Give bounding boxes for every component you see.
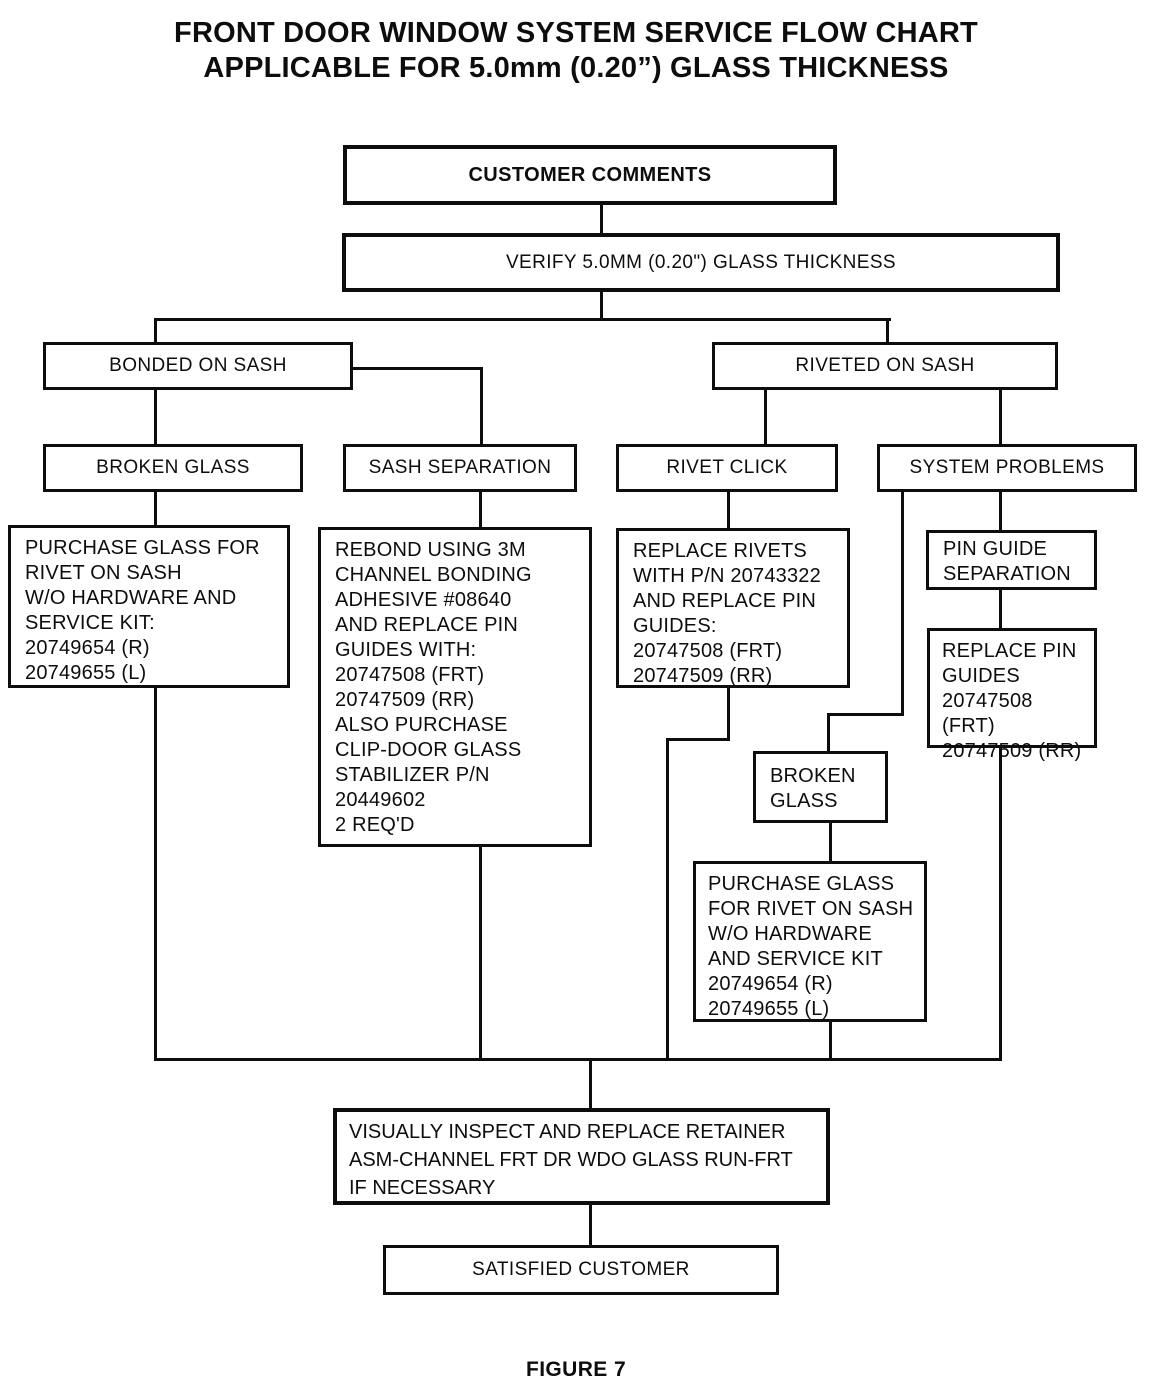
connector-merge-rail: [154, 1058, 1002, 1061]
connector-branch-rail: [154, 318, 891, 321]
connector-sashsep-to-rebond: [479, 492, 482, 527]
node-purchase-glass-bonded: PURCHASE GLASS FOR RIVET ON SASH W/O HAR…: [8, 525, 290, 688]
node-replace-pin-guides: REPLACE PIN GUIDES 20747508 (FRT) 207475…: [927, 628, 1097, 762]
connector-bonded-to-broken1: [154, 390, 157, 444]
node-customer-comments: CUSTOMER COMMENTS: [343, 145, 837, 205]
connector-replacepin-to-rail: [999, 748, 1002, 1061]
connector-riveted-to-rivetclick: [764, 390, 767, 444]
connector-verify-to-rail: [600, 292, 603, 318]
node-replace-rivets: REPLACE RIVETS WITH P/N 20743322 AND REP…: [616, 528, 850, 688]
node-visually-inspect: VISUALLY INSPECT AND REPLACE RETAINER AS…: [333, 1108, 830, 1205]
node-satisfied-customer: SATISFIED CUSTOMER: [383, 1245, 779, 1295]
connector-rebond-to-rail: [479, 847, 482, 1061]
node-rivet-click: RIVET CLICK: [616, 444, 838, 492]
connector-broken1-to-purchase1: [154, 492, 157, 525]
node-purchase-glass-riveted: PURCHASE GLASS FOR RIVET ON SASH W/O HAR…: [693, 861, 927, 1022]
connector-systemproblems-down-left: [901, 492, 904, 716]
connector-rivetclick-to-replacerivets: [727, 492, 730, 528]
node-rebond-instructions: REBOND USING 3M CHANNEL BONDING ADHESIVE…: [318, 527, 592, 847]
page-title: FRONT DOOR WINDOW SYSTEM SERVICE FLOW CH…: [0, 16, 1152, 86]
connector-replacerivets-down: [727, 688, 730, 741]
node-broken-glass-bonded: BROKEN GLASS: [43, 444, 303, 492]
connector-replacerivets-to-rail: [666, 738, 669, 1061]
connector-bonded-to-sashsep-h: [352, 367, 483, 370]
connector-systemproblems-jog: [827, 713, 904, 716]
node-bonded-on-sash: BONDED ON SASH: [43, 342, 353, 390]
connector-replacerivets-jog: [666, 738, 730, 741]
connector-pinguide-to-replacepin: [999, 590, 1002, 628]
connector-bonded-to-sashsep-v: [480, 367, 483, 444]
page-title-line2: APPLICABLE FOR 5.0mm (0.20”) GLASS THICK…: [203, 52, 949, 84]
connector-inspect-to-satisfied: [589, 1203, 592, 1245]
node-sash-separation: SASH SEPARATION: [343, 444, 577, 492]
connector-systemproblems-to-pinguide: [999, 492, 1002, 530]
page-title-line1: FRONT DOOR WINDOW SYSTEM SERVICE FLOW CH…: [174, 17, 978, 49]
connector-rail-to-riveted: [886, 318, 889, 342]
node-broken-glass-riveted: BROKEN GLASS: [753, 751, 888, 823]
connector-purchase2-to-rail: [829, 1022, 832, 1061]
node-verify-glass-thickness: VERIFY 5.0MM (0.20") GLASS THICKNESS: [342, 233, 1060, 292]
connector-rail-to-inspect: [589, 1058, 592, 1108]
connector-jog-to-broken2: [827, 713, 830, 752]
connector-broken2-to-purchase2: [829, 822, 832, 861]
figure-caption: FIGURE 7: [525, 1358, 627, 1381]
connector-rail-to-bonded: [154, 318, 157, 342]
node-riveted-on-sash: RIVETED ON SASH: [712, 342, 1058, 390]
connector-comments-to-verify: [600, 205, 603, 233]
connector-riveted-to-systemproblems: [999, 390, 1002, 444]
node-system-problems: SYSTEM PROBLEMS: [877, 444, 1137, 492]
node-pin-guide-separation: PIN GUIDE SEPARATION: [926, 530, 1097, 590]
connector-purchase1-to-rail: [154, 688, 157, 1061]
